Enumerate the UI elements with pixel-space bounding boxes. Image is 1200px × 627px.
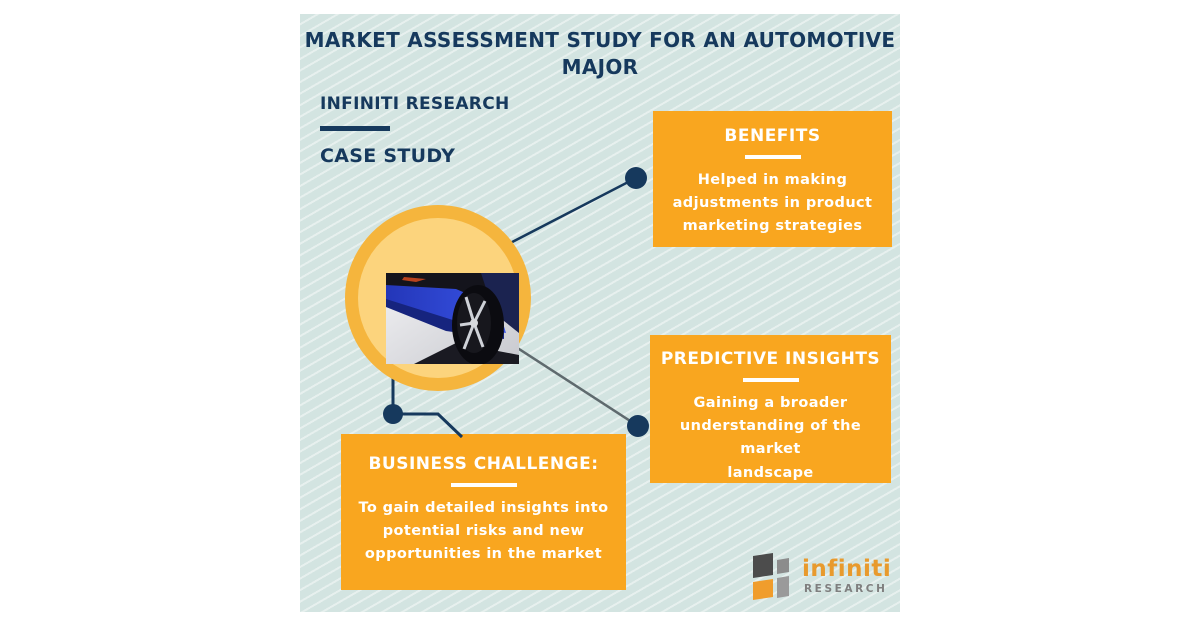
brand-underline (320, 126, 390, 131)
predictive-insights-body: Gaining a broader understanding of the m… (679, 395, 862, 481)
connector-dot-predictive (627, 415, 649, 437)
benefits-body: Helped in making adjustments in product … (672, 172, 873, 235)
connector-dot-challenge (383, 404, 403, 424)
car-photo (386, 273, 519, 364)
business-challenge-title: BUSINESS CHALLENGE: (368, 454, 599, 474)
business-challenge-underline (450, 483, 517, 487)
infographic-panel: MARKET ASSESSMENT STUDY FOR AN AUTOMOTIV… (300, 14, 900, 612)
business-challenge-box: BUSINESS CHALLENGE: To gain detailed ins… (341, 434, 626, 590)
center-circle (358, 218, 519, 378)
infiniti-research-logo: infiniti RESEARCH (753, 552, 891, 604)
predictive-insights-box: PREDICTIVE INSIGHTS Gaining a broader un… (650, 335, 891, 483)
infiniti-logo-icon (753, 553, 789, 600)
connector-challenge (391, 369, 464, 439)
brand-name: INFINITI RESEARCH (320, 94, 510, 114)
case-study-label: CASE STUDY (320, 145, 456, 167)
benefits-underline (744, 155, 801, 159)
predictive-insights-underline (742, 378, 799, 382)
benefits-title: BENEFITS (724, 126, 821, 146)
page-title: MARKET ASSESSMENT STUDY FOR AN AUTOMOTIV… (304, 28, 896, 79)
logo-wordmark: infiniti (802, 556, 892, 582)
center-circle-ring (345, 205, 531, 391)
logo-tagline: RESEARCH (804, 583, 888, 595)
business-challenge-body: To gain detailed insights into potential… (358, 500, 609, 563)
benefits-box: BENEFITS Helped in making adjustments in… (653, 111, 892, 247)
connector-dot-benefits (625, 167, 647, 189)
predictive-insights-title: PREDICTIVE INSIGHTS (660, 349, 881, 369)
brand-block: INFINITI RESEARCH CASE STUDY (320, 94, 510, 167)
